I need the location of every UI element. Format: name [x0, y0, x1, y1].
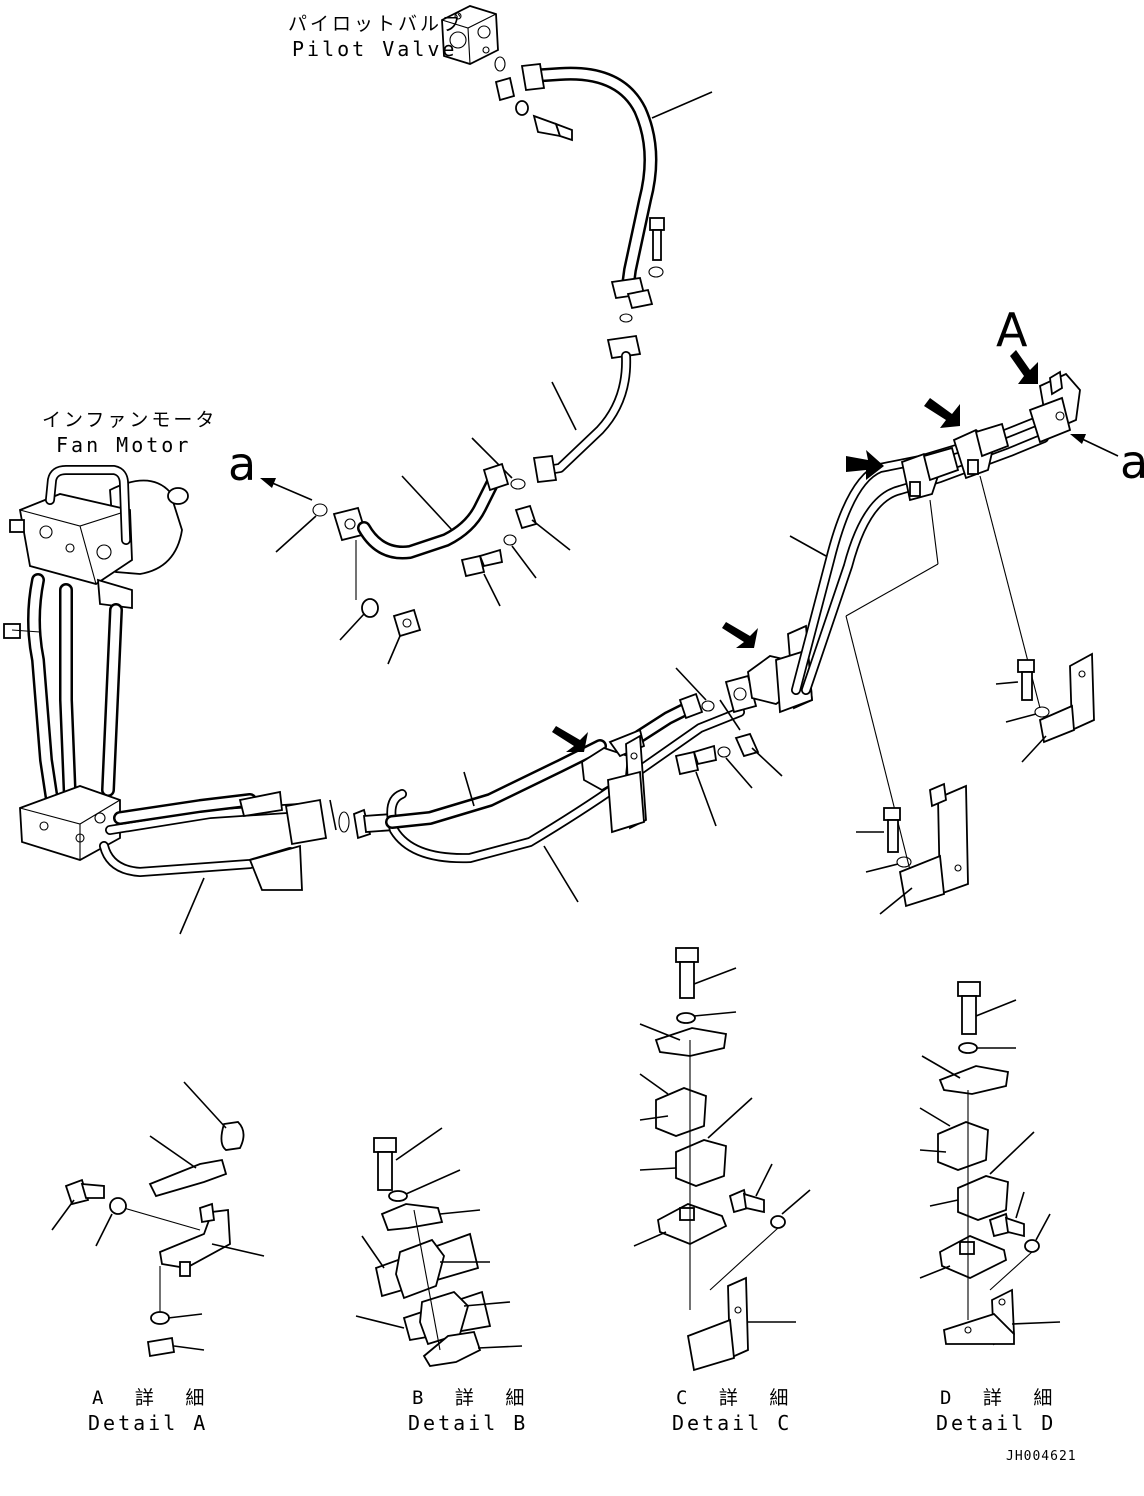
washer [515, 100, 529, 116]
clamp-b-left [900, 446, 960, 502]
steel-tube [532, 334, 642, 483]
detail-d-title-en: Detail D [936, 1411, 1056, 1435]
pilot-valve [441, 5, 499, 65]
detail-a-title-en: Detail A [88, 1411, 208, 1435]
fan-motor-label-jp: インファンモータ [42, 409, 217, 431]
leader-line [463, 771, 475, 807]
split-flange [626, 288, 654, 310]
leader-line [845, 615, 911, 871]
washer [896, 856, 912, 868]
detail-c-title-jp: C 詳 細 [676, 1387, 798, 1409]
clamp-assembly-a [1028, 370, 1081, 444]
pilot-hose [520, 63, 658, 292]
leader-line [675, 667, 707, 701]
bracket-middle [898, 782, 969, 908]
clamp-b-right [952, 422, 1010, 480]
leader-line [531, 519, 571, 551]
detail-d-title-jp: D 詳 細 [940, 1387, 1062, 1409]
leader-line [995, 681, 1019, 685]
fan-motor-label-en: Fan Motor [56, 433, 191, 457]
leader-line [401, 475, 453, 531]
arrow-a-upper [1010, 350, 1038, 384]
bolt [883, 807, 901, 853]
detail-c-title-en: Detail C [672, 1411, 792, 1435]
tube-flange-c [724, 674, 758, 714]
detail-b-title-en: Detail B [408, 1411, 528, 1435]
washer [648, 266, 664, 278]
leader-line [929, 499, 939, 565]
split-flange [514, 504, 538, 530]
washer [503, 534, 517, 546]
bolt [674, 744, 718, 776]
hose-bundle-vertical [3, 573, 123, 807]
bolt [532, 114, 573, 142]
leader-line [725, 757, 753, 789]
leader-line [179, 877, 205, 935]
pilot-valve-label-jp: パイロットバルブ [288, 12, 464, 35]
detail-a [51, 1081, 265, 1358]
leader-line [543, 845, 579, 903]
detail-d [919, 981, 1061, 1346]
main-hose-lower [386, 707, 745, 864]
leader-line [551, 381, 577, 431]
leader-line [339, 613, 365, 641]
detail-b [355, 1127, 523, 1367]
split-flange [494, 76, 516, 102]
leader-line [511, 545, 537, 579]
leader-line [879, 887, 913, 915]
main-hose-upper [385, 692, 704, 829]
pilot-valve-label-en: Pilot Valve [292, 37, 457, 61]
o-ring [338, 811, 350, 833]
leader-line [1005, 713, 1037, 723]
arrow-b-lower [846, 450, 884, 480]
o-ring [510, 478, 526, 490]
arrow-c [722, 622, 758, 648]
arrow-b-upper [924, 398, 960, 428]
leader-line [1021, 735, 1047, 763]
arrow-a-left [260, 478, 313, 501]
hose-bundle-horizontal [99, 790, 328, 891]
leader-line [845, 563, 939, 617]
leader-line [865, 863, 899, 873]
o-ring [312, 503, 328, 517]
leader-line [789, 535, 827, 557]
leader-line [275, 515, 317, 553]
fan-motor-hose [332, 462, 510, 560]
arrow-d [552, 726, 588, 752]
washer [361, 598, 379, 618]
detail-b-title-jp: B 詳 細 [412, 1387, 534, 1409]
leader-line [483, 573, 501, 607]
ref-a-left: a [228, 437, 256, 491]
drawing-code: JH004621 [1006, 1449, 1077, 1464]
o-ring [701, 700, 715, 712]
washer [717, 746, 731, 758]
leader-line [387, 635, 401, 665]
leader-line [751, 747, 783, 777]
washer [1034, 706, 1050, 718]
ref-a-upper: A [996, 303, 1028, 357]
o-ring [494, 56, 506, 72]
bolt [392, 608, 422, 638]
bracket-upper-right [1038, 652, 1095, 744]
bolt [1017, 659, 1035, 701]
detail-a-title-jp: A 詳 細 [92, 1387, 214, 1409]
leader-line [719, 699, 741, 731]
arrow-a-right [1070, 434, 1119, 457]
bolt [649, 217, 665, 261]
leader-line [471, 437, 513, 479]
split-flange [734, 732, 760, 758]
leader-line [651, 91, 713, 119]
ref-a-right: a [1120, 435, 1144, 489]
clamp-assembly-d [581, 728, 647, 834]
fan-motor [9, 465, 189, 610]
o-ring [619, 313, 633, 323]
leader-line [329, 799, 337, 831]
leader-line [695, 771, 717, 827]
manifold-block [19, 785, 121, 861]
detail-c [633, 947, 811, 1372]
bolt [460, 548, 504, 578]
